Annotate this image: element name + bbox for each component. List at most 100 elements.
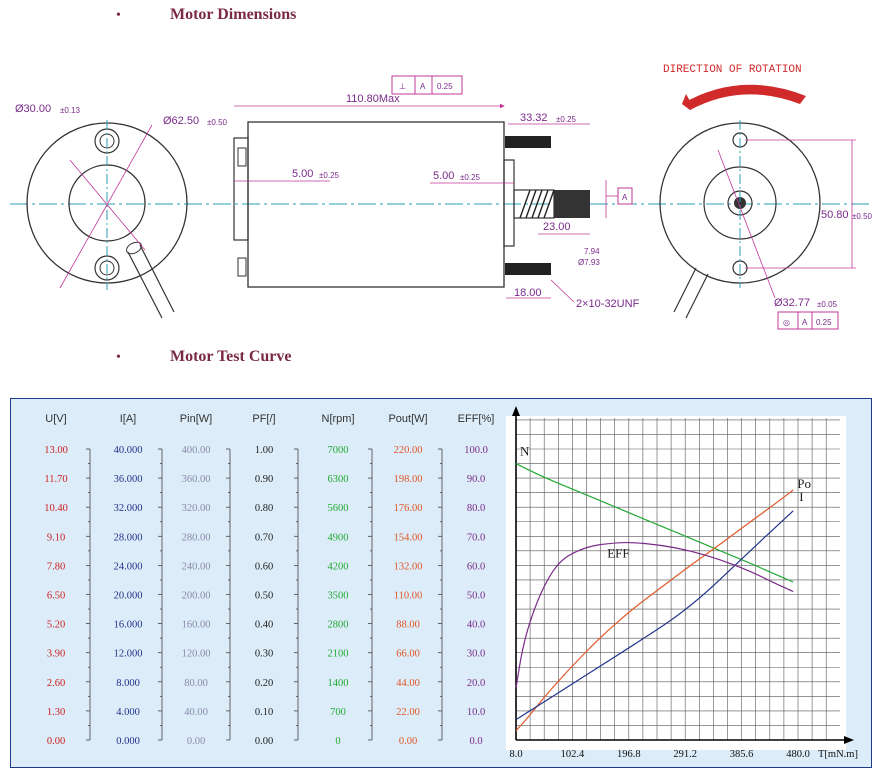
x-tick-label: 385.6 <box>730 749 754 760</box>
scale-tick-label: 7000 <box>328 445 349 456</box>
direction-of-rotation-label: DIRECTION OF ROTATION <box>663 64 802 76</box>
series-label-po: Po <box>797 476 811 491</box>
scale-tick-label: 3.90 <box>47 649 65 660</box>
scale-tick-label: 154.00 <box>394 532 423 543</box>
scale-tick-label: 24.000 <box>114 561 143 572</box>
scale-tick-label: 30.0 <box>467 649 485 660</box>
dim-rear-boss-tol: ±0.05 <box>817 300 838 309</box>
scale-tick-label: 0.0 <box>469 736 482 747</box>
bullet-curve: • <box>116 350 121 365</box>
dim-stud-length: 18.00 <box>514 287 542 299</box>
scale-tick-label: 13.00 <box>44 445 68 456</box>
scale-tick-label: 240.00 <box>182 561 211 572</box>
scale-tick-label: 0.70 <box>255 532 273 543</box>
dim-length: 110.80Max <box>346 93 400 105</box>
scale-tick-label: 2800 <box>328 620 349 631</box>
scale-tick-label: 0.10 <box>255 707 273 718</box>
x-tick-label: 291.2 <box>673 749 697 760</box>
scale-tick-label: 0.00 <box>399 736 417 747</box>
conc-box-datum: A <box>802 318 808 327</box>
scale-header-5: Pout[W] <box>388 413 427 425</box>
front-lead-wire <box>126 241 175 319</box>
scale-tick-label: 6.50 <box>47 591 65 602</box>
scale-tick-label: 176.00 <box>394 503 423 514</box>
scale-tick-label: 0 <box>335 736 340 747</box>
conc-box-value: 0.25 <box>816 318 832 327</box>
scale-tick-label: 11.70 <box>44 474 67 485</box>
curve-eff <box>515 541 794 688</box>
bullet-dimensions: • <box>116 8 121 23</box>
dim-rear-height: 50.80 <box>821 209 849 221</box>
dim-shaft-dia-top: 7.94 <box>584 247 600 256</box>
x-tick-label: 102.4 <box>561 749 585 760</box>
scale-tick-label: 80.0 <box>467 503 485 514</box>
dim-shaft-length: 33.32 <box>520 112 548 124</box>
scale-tick-label: 6300 <box>328 474 349 485</box>
scale-tick-label: 198.00 <box>394 474 423 485</box>
dim-shaft-dia-bottom: Ø7.93 <box>578 258 600 267</box>
chart-grid <box>512 406 854 744</box>
scale-tick-label: 40.000 <box>114 445 143 456</box>
y-axis-arrow-icon <box>512 406 520 416</box>
scale-tick-label: 88.00 <box>396 620 420 631</box>
scale-tick-label: 9.10 <box>47 532 65 543</box>
scale-tick-label: 220.00 <box>394 445 423 456</box>
scale-tick-label: 60.0 <box>467 561 485 572</box>
scale-header-1: I[A] <box>120 413 137 425</box>
series-label-i: I <box>799 489 803 504</box>
dim-flange-b: 5.00 <box>433 170 454 182</box>
scale-tick-label: 110.00 <box>394 591 423 602</box>
scale-tick-label: 0.00 <box>255 736 273 747</box>
tol-box-value: 0.25 <box>437 82 453 91</box>
scale-tick-label: 2100 <box>328 649 349 660</box>
scale-tick-label: 160.00 <box>182 620 211 631</box>
scale-tick-label: 2.60 <box>47 678 65 689</box>
dim-pinion-length: 23.00 <box>543 221 571 233</box>
scale-tick-label: 7.80 <box>47 561 65 572</box>
scale-tick-label: 700 <box>330 707 346 718</box>
curve-n <box>515 463 794 583</box>
scale-tick-label: 10.40 <box>44 503 68 514</box>
scale-tick-label: 40.00 <box>184 707 208 718</box>
scale-tick-label: 132.00 <box>394 561 423 572</box>
dim-rear-height-tol: ±0.50 <box>852 212 873 221</box>
curve-i <box>515 510 794 721</box>
conc-box-symbol: ◎ <box>783 318 790 327</box>
scale-tick-label: 280.00 <box>182 532 211 543</box>
scale-tick-label: 10.0 <box>467 707 485 718</box>
scale-tick-label: 5.20 <box>47 620 65 631</box>
series-label-eff: EFF <box>607 546 629 561</box>
section-title-dimensions: Motor Dimensions <box>170 6 297 23</box>
x-axis-label: T[mN.m] <box>818 749 858 760</box>
scale-tick-label: 90.0 <box>467 474 485 485</box>
scale-tick-label: 20.000 <box>114 591 143 602</box>
scale-tick-label: 5600 <box>328 503 349 514</box>
tol-box-datum: A <box>420 82 426 91</box>
datum-label: A <box>622 193 628 202</box>
scale-tick-label: 0.30 <box>255 649 273 660</box>
scale-tick-label: 0.00 <box>47 736 65 747</box>
scale-header-2: Pin[W] <box>180 413 212 425</box>
scale-header-6: EFF[%] <box>458 413 495 425</box>
scale-tick-label: 44.00 <box>396 678 420 689</box>
dim-front-diameter: Ø30.00 <box>15 103 51 115</box>
scale-columns: U[V]13.0011.7010.409.107.806.505.203.902… <box>44 413 494 747</box>
scale-tick-label: 120.00 <box>182 649 211 660</box>
dim-front-pcd: Ø62.50 <box>163 115 199 127</box>
scale-tick-label: 70.0 <box>467 532 485 543</box>
scale-tick-label: 4900 <box>328 532 349 543</box>
scale-tick-label: 8.000 <box>116 678 140 689</box>
dim-front-diameter-tol: ±0.13 <box>60 106 81 115</box>
scale-tick-label: 200.00 <box>182 591 211 602</box>
scale-tick-label: 0.90 <box>255 474 273 485</box>
dim-rear-boss: Ø32.77 <box>774 297 810 309</box>
x-tick-label: 8.0 <box>509 749 522 760</box>
scale-tick-label: 40.0 <box>467 620 485 631</box>
scale-tick-label: 1400 <box>328 678 349 689</box>
dim-flange-b-tol: ±0.25 <box>460 173 481 182</box>
dim-thread: 2×10-32UNF <box>576 298 640 310</box>
scale-tick-label: 66.00 <box>396 649 420 660</box>
scale-tick-label: 50.0 <box>467 591 485 602</box>
